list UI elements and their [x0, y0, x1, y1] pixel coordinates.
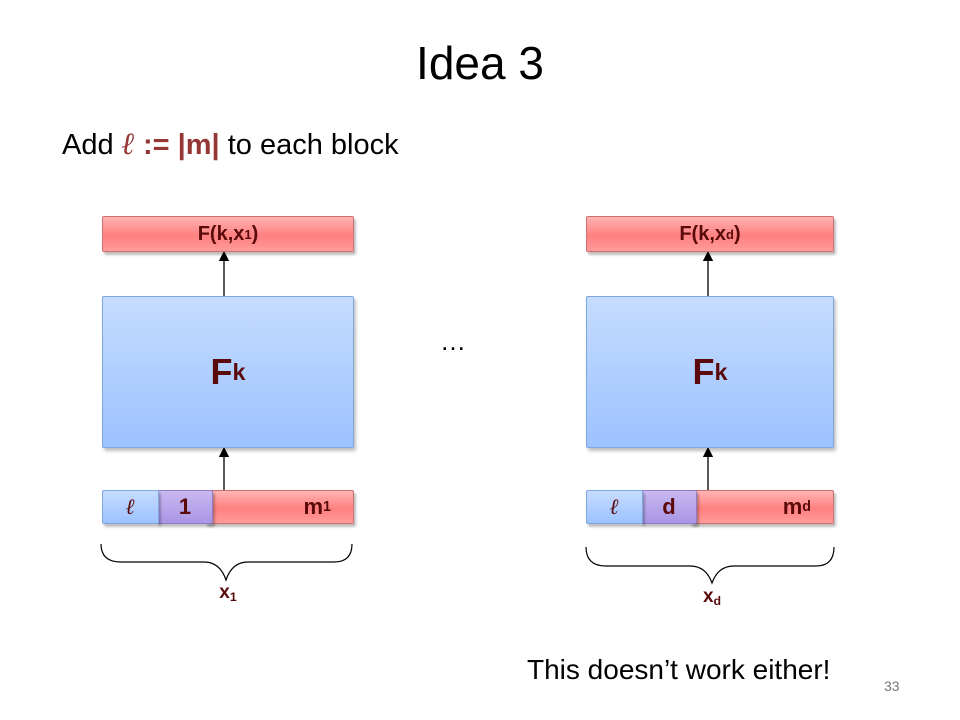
left-output-label: F(k,x	[197, 222, 245, 245]
right-brace-label: xd	[682, 586, 742, 608]
right-brace-label-sub: d	[713, 594, 722, 609]
left-brace-label-main: x	[219, 582, 230, 603]
left-message-label: m	[303, 494, 324, 519]
brace-right	[585, 546, 835, 585]
page-number: 33	[884, 678, 900, 694]
ellipsis: …	[440, 326, 470, 356]
right-prf-sub: k	[714, 358, 728, 385]
right-prf-label: F	[692, 351, 715, 392]
right-output-label: F(k,x	[679, 222, 727, 245]
left-brace-label: x1	[198, 582, 258, 604]
slide-title: Idea 3	[416, 37, 544, 89]
subtitle-prefix: Add	[62, 129, 122, 161]
slide-subtitle: Add ℓ := |m| to each block	[62, 126, 399, 162]
left-output-sub: 1	[244, 226, 252, 242]
brace-left	[100, 543, 353, 582]
left-output-close: )	[251, 222, 259, 245]
right-length-cell: ℓ	[586, 490, 643, 524]
left-index-cell: 1	[157, 490, 213, 524]
left-brace-label-sub: 1	[229, 590, 237, 605]
left-prf-sub: k	[232, 358, 246, 385]
subtitle-assign: := |m|	[134, 129, 220, 161]
right-brace-label-main: x	[702, 586, 714, 607]
right-index-cell: d	[641, 490, 697, 524]
right-output-sub: d	[726, 226, 734, 242]
left-message-sub: 1	[323, 499, 331, 515]
right-message-sub: d	[802, 499, 811, 515]
subtitle-suffix: to each block	[219, 129, 399, 161]
right-message-label: m	[782, 494, 803, 519]
left-prf-label: F	[210, 351, 233, 392]
footer-remark: This doesn’t work either!	[527, 654, 831, 685]
right-output-close: )	[733, 222, 741, 245]
subtitle-ell: ℓ	[121, 126, 135, 161]
left-length-cell: ℓ	[102, 490, 159, 524]
